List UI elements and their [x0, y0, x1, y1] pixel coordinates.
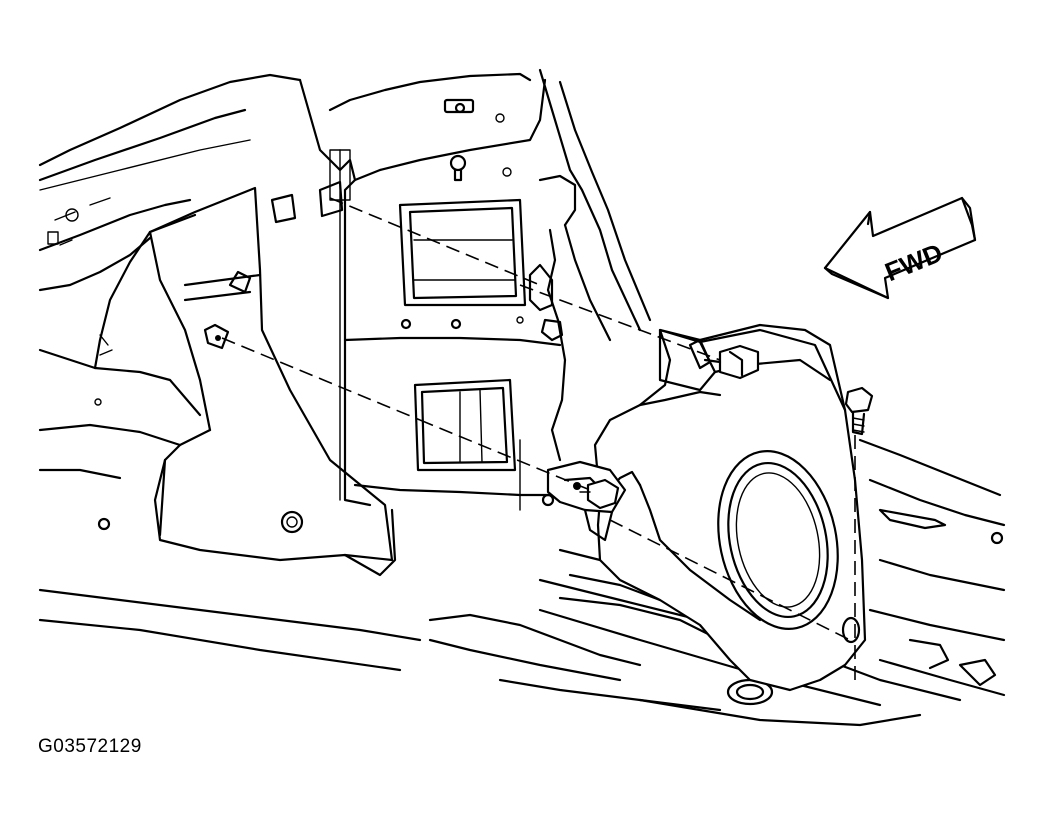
right-inner-pillar — [519, 68, 652, 511]
forward-arrow-icon: FWD — [823, 196, 977, 300]
figure-id: G03572129 — [38, 736, 142, 757]
rear-bulkhead — [270, 72, 562, 507]
bolt-upper-right-icon — [688, 338, 760, 380]
bolt-front-bracket-icon — [579, 478, 620, 510]
trunk-floor — [428, 438, 1006, 727]
bolt-vertical-icon — [844, 386, 874, 436]
installation-leader-lines — [221, 197, 856, 680]
wheelhouse-trim-panel — [38, 186, 422, 672]
speaker-enclosure — [546, 323, 867, 692]
